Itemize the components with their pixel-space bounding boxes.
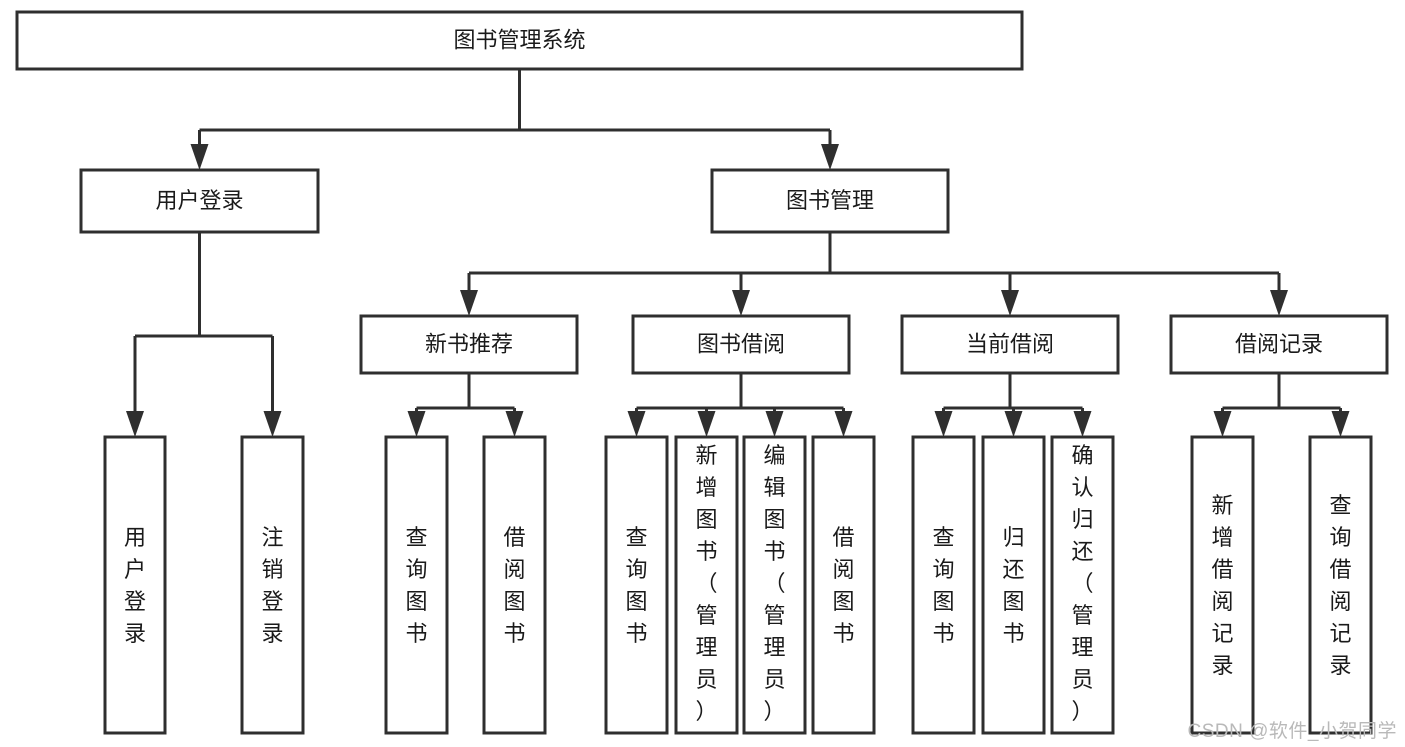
node-box[interactable] [15, 10, 1024, 71]
arrow-head-icon [1213, 411, 1232, 437]
node-label: 借阅图书 [832, 525, 854, 646]
arrow-head-icon [1331, 411, 1350, 437]
arrow-head-icon [834, 411, 853, 437]
node-box[interactable] [79, 168, 320, 234]
node-box[interactable] [900, 314, 1120, 375]
arrow-head-icon [821, 144, 839, 170]
node-branch[interactable] [631, 314, 851, 375]
node-leaf[interactable] [384, 435, 449, 735]
node-leaf[interactable] [103, 435, 167, 735]
arrow-head-icon [460, 290, 478, 316]
node-leaf[interactable] [1050, 435, 1115, 735]
node-label: 图书管理系统 [453, 27, 585, 52]
arrow-head-icon [732, 290, 750, 316]
connectors-layer [126, 69, 1350, 437]
node-label: 查询图书 [625, 525, 647, 646]
node-box[interactable] [811, 435, 876, 735]
node-label: 编辑图书（管理员） [763, 443, 785, 724]
node-leaf[interactable] [811, 435, 876, 735]
node-branch[interactable] [79, 168, 320, 234]
arrow-head-icon [505, 411, 524, 437]
node-label: 用户登录 [124, 525, 146, 646]
node-label: 确认归还（管理员） [1071, 443, 1093, 724]
node-label: 图书管理 [786, 188, 874, 213]
node-label: 归还图书 [1002, 525, 1024, 646]
node-label: 新增图书（管理员） [695, 443, 717, 724]
node-box[interactable] [710, 168, 950, 234]
node-box[interactable] [1308, 435, 1373, 735]
node-box[interactable] [240, 435, 305, 735]
node-label: 用户登录 [155, 188, 243, 213]
node-leaf[interactable] [240, 435, 305, 735]
arrow-head-icon [1270, 290, 1288, 316]
arrow-head-icon [934, 411, 953, 437]
node-branch[interactable] [15, 10, 1024, 71]
node-box[interactable] [384, 435, 449, 735]
node-leaf[interactable] [981, 435, 1046, 735]
node-branch[interactable] [359, 314, 579, 375]
watermark-text: CSDN @软件_小贺同学 [1187, 721, 1397, 742]
arrow-head-icon [1001, 290, 1019, 316]
arrow-head-icon [126, 411, 144, 437]
node-box[interactable] [981, 435, 1046, 735]
node-box[interactable] [1050, 435, 1115, 735]
node-label: 查询图书 [932, 525, 954, 646]
arrow-head-icon [263, 411, 282, 437]
node-branch[interactable] [710, 168, 950, 234]
node-box[interactable] [103, 435, 167, 735]
node-leaf[interactable] [742, 435, 807, 735]
node-label: 查询图书 [405, 525, 427, 646]
node-box[interactable] [482, 435, 547, 735]
arrow-head-icon [190, 144, 209, 170]
node-label: 注销登录 [261, 525, 283, 646]
nodes-layer: 图书管理系统用户登录用户登录注销登录图书管理新书推荐查询图书借阅图书图书借阅查询… [15, 10, 1389, 735]
arrow-head-icon [1004, 411, 1023, 437]
node-label: 查询借阅记录 [1329, 493, 1351, 678]
node-label: 借阅图书 [503, 525, 525, 646]
node-leaf[interactable] [482, 435, 547, 735]
node-box[interactable] [742, 435, 807, 735]
node-label: 新增借阅记录 [1211, 493, 1233, 678]
arrow-head-icon [697, 411, 716, 437]
node-box[interactable] [604, 435, 669, 735]
node-leaf[interactable] [674, 435, 739, 735]
arrow-head-icon [407, 411, 426, 437]
node-leaf[interactable] [911, 435, 976, 735]
node-branch[interactable] [900, 314, 1120, 375]
node-label: 新书推荐 [425, 331, 513, 356]
node-box[interactable] [631, 314, 851, 375]
node-label: 图书借阅 [697, 331, 785, 356]
node-box[interactable] [359, 314, 579, 375]
node-branch[interactable] [1169, 314, 1389, 375]
node-box[interactable] [911, 435, 976, 735]
arrow-head-icon [627, 411, 646, 437]
arrow-head-icon [765, 411, 784, 437]
node-box[interactable] [1190, 435, 1255, 735]
node-leaf[interactable] [604, 435, 669, 735]
node-label: 当前借阅 [966, 331, 1054, 356]
node-label: 借阅记录 [1235, 331, 1323, 356]
node-box[interactable] [1169, 314, 1389, 375]
node-leaf[interactable] [1190, 435, 1255, 735]
arrow-head-icon [1073, 411, 1092, 437]
node-leaf[interactable] [1308, 435, 1373, 735]
node-box[interactable] [674, 435, 739, 735]
